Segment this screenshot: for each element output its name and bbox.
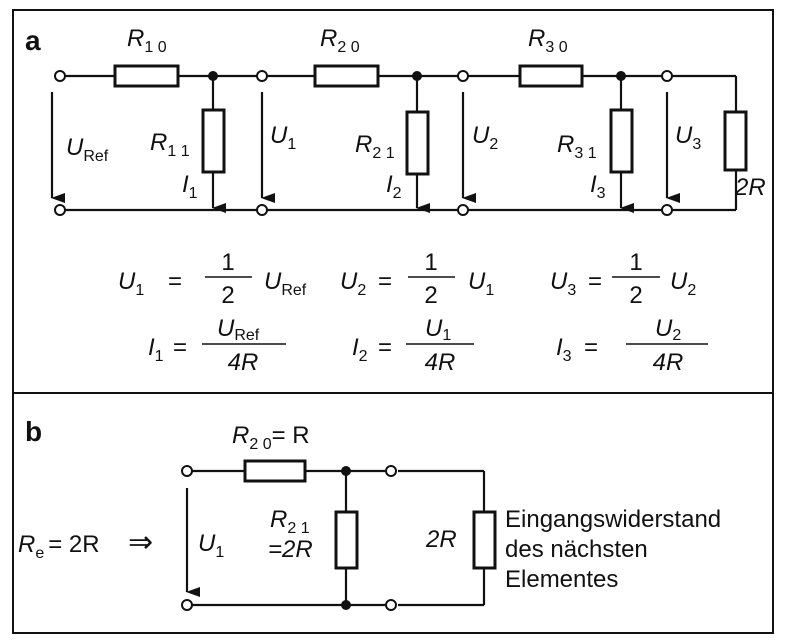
svg-text:U2: U2 [670,268,696,299]
formula-i1: I1 = URef 4R [148,315,286,376]
resistor-r11 [201,108,226,174]
formula-i3: I3 = U2 4R [556,315,708,376]
terminal [457,204,469,216]
node-dot [341,466,351,476]
terminal [457,70,469,82]
label-i2: I2 [386,171,402,202]
svg-text:=: = [378,268,392,295]
label-i3: I3 [590,171,606,202]
note-line-3: Elementes [505,566,618,593]
svg-text:1: 1 [629,249,642,276]
svg-text:U3: U3 [550,268,576,299]
label-u2: U2 [472,122,498,153]
terminal [54,204,66,216]
resistor-r20-b [243,459,307,483]
label-r31: R3 1 [557,131,597,162]
label-r20-b: R2 0= R [232,422,310,453]
terminal [385,599,397,611]
panel-a-labels: R1 0 R2 0 R3 0 R1 1 R2 1 R3 1 2R URef U1… [66,25,766,202]
resistor-r21-b [334,510,359,570]
node-dot [412,71,422,81]
label-r20: R2 0 [320,25,360,56]
svg-text:=: = [584,334,598,361]
svg-text:=: = [588,268,602,295]
panel-a-circuit [50,64,748,216]
note-line-2: des nächsten [505,536,648,563]
formula-u1: U1 = 1 2 URef [118,249,307,309]
resistor-r10 [113,64,180,88]
label-u3: U3 [675,122,701,153]
formula-i2: I2 = U1 4R [352,315,474,376]
svg-text:=: = [168,268,182,295]
resistor-load-2r [472,510,497,570]
panel-a-formulas: U1 = 1 2 URef U2 = 1 2 U1 U3 = 1 2 U2 I1 [118,249,708,376]
label-u1-b: U1 [198,530,224,561]
svg-text:2: 2 [221,282,234,309]
label-i1: I1 [182,171,198,202]
terminal [661,70,673,82]
svg-text:URef: URef [264,268,307,299]
label-r11: R1 1 [150,129,190,160]
node-dot [208,71,218,81]
svg-text:I1: I1 [148,334,164,365]
terminal [385,465,397,477]
note-line-1: Eingangswiderstand [505,506,721,533]
label-r21-b-value: =2R [268,536,313,563]
node-dot [616,71,626,81]
svg-text:U1: U1 [425,315,451,344]
panel-b-letter: b [25,416,42,447]
svg-text:URef: URef [217,315,260,344]
resistor-end-2r [723,110,748,172]
label-re: Re= 2R [18,531,100,562]
panel-a-letter: a [25,25,41,56]
svg-text:=: = [378,334,392,361]
label-r21: R2 1 [355,131,395,162]
svg-text:2: 2 [424,282,437,309]
label-r21-b: R2 1 [270,506,310,537]
label-load-2r: 2R [425,526,457,553]
panel-b-frame [12,392,774,634]
label-u1: U1 [270,122,296,153]
svg-text:1: 1 [221,249,234,276]
terminal [181,465,193,477]
svg-text:I3: I3 [556,334,572,365]
svg-text:U1: U1 [118,268,144,299]
terminal [256,70,268,82]
terminal [54,70,66,82]
resistor-r30 [518,64,584,88]
label-r10: R1 0 [127,25,167,56]
svg-text:U1: U1 [468,268,494,299]
formula-u2: U2 = 1 2 U1 [340,249,494,309]
svg-text:4R: 4R [425,349,456,376]
svg-text:4R: 4R [653,349,684,376]
resistor-r31 [609,108,634,174]
resistor-r20 [313,64,380,88]
panel-b-circuit [181,459,497,611]
svg-text:U2: U2 [340,268,366,299]
terminal [661,204,673,216]
svg-text:4R: 4R [228,349,259,376]
svg-text:I2: I2 [352,334,368,365]
label-r30: R3 0 [528,25,568,56]
panel-b-labels: R2 0= R R2 1 =2R U1 Re= 2R ⇒ 2R Eingangs… [18,422,721,593]
svg-text:1: 1 [424,249,437,276]
formula-u3: U3 = 1 2 U2 [550,249,696,309]
label-uref: URef [66,134,109,165]
node-dot [341,600,351,610]
svg-text:2: 2 [629,282,642,309]
label-end-2r: 2R [734,174,766,201]
terminal [256,204,268,216]
implies-arrow: ⇒ [128,526,153,559]
svg-text:=: = [173,334,187,361]
resistor-r21 [405,110,430,176]
terminal [181,599,193,611]
svg-text:U2: U2 [655,315,681,344]
